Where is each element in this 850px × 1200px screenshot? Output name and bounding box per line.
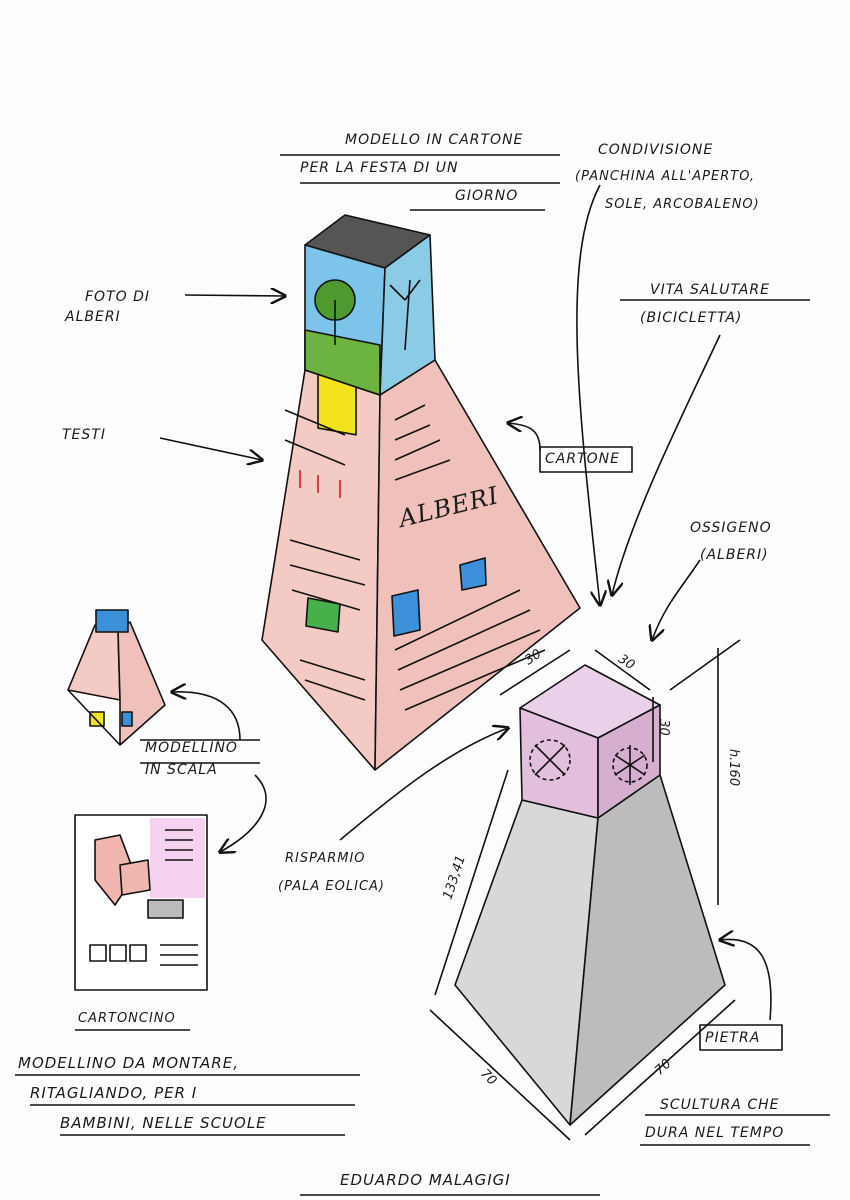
title-note-line3: GIORNO <box>455 188 519 204</box>
foto-line2: ALBERI <box>65 309 121 325</box>
small-model <box>67 609 166 746</box>
risparmio-line2: (PALA EOLICA) <box>278 879 385 894</box>
montare-line1: MODELLINO DA MONTARE, <box>18 1054 239 1072</box>
cartoncino-label: CARTONCINO <box>78 1011 176 1026</box>
foto-line1: FOTO DI <box>85 289 151 305</box>
modellino-line2: IN SCALA <box>145 762 218 778</box>
title-note-line1: MODELLO IN CARTONE <box>345 132 524 148</box>
dim-height: h.160 <box>726 748 742 787</box>
annotation-arrows <box>159 184 772 1021</box>
cardboard-pyramid <box>261 214 581 771</box>
montare-line3: BAMBINI, NELLE SCUOLE <box>60 1114 267 1132</box>
cartoncino-sheet <box>74 814 208 991</box>
scultura-line2: DURA NEL TEMPO <box>645 1125 785 1141</box>
cartone-label: CARTONE <box>545 451 620 467</box>
pietra-label: PIETRA <box>705 1030 761 1046</box>
condivisione-line1: CONDIVISIONE <box>598 142 714 158</box>
ossigeno-line2: (ALBERI) <box>700 547 769 563</box>
testi-label: TESTI <box>62 427 106 443</box>
modellino-line1: MODELLINO <box>145 740 238 756</box>
montare-line2: RITAGLIANDO, PER I <box>30 1084 198 1102</box>
stone-sculpture <box>429 639 741 1141</box>
ossigeno-line1: OSSIGENO <box>690 520 772 536</box>
vita-line2: (BICICLETTA) <box>640 310 743 326</box>
scultura-line1: SCULTURA CHE <box>660 1097 780 1113</box>
condivisione-line3: SOLE, ARCOBALENO) <box>605 197 760 212</box>
title-note-line2: PER LA FESTA DI UN <box>300 160 459 176</box>
condivisione-line2: (PANCHINA ALL'APERTO, <box>575 169 756 184</box>
vita-line1: VITA SALUTARE <box>650 282 770 298</box>
risparmio-line1: RISPARMIO <box>285 851 366 866</box>
signature: EDUARDO MALAGIGI <box>340 1171 511 1189</box>
dim-cube-c: 30 <box>655 719 671 736</box>
